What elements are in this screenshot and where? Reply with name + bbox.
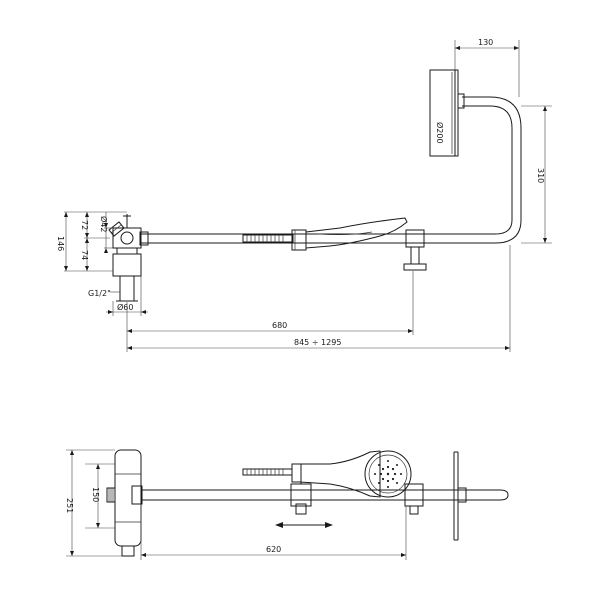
support-plan xyxy=(404,483,424,515)
shower-hose xyxy=(242,234,294,243)
dim-72-label: 72 xyxy=(80,220,89,230)
dim-d60-label: Ø60 xyxy=(117,302,133,312)
dim-845-1295: 845 ÷ 1295 xyxy=(127,245,511,352)
dim-130-label: 130 xyxy=(478,38,493,47)
mixer-body xyxy=(108,214,142,302)
dim-620: 620 xyxy=(140,504,407,560)
hand-shower-side xyxy=(305,217,408,249)
rain-shower-head-side xyxy=(429,69,465,157)
rain-head-plan xyxy=(453,451,467,541)
dim-150: 150 xyxy=(85,463,115,529)
slider-holder xyxy=(291,229,307,251)
slider-plan xyxy=(290,464,312,515)
slide-direction-arrow xyxy=(275,522,333,528)
dim-150-label: 150 xyxy=(91,487,100,502)
dim-d200: Ø200 xyxy=(435,122,445,144)
dim-146-label: 146 xyxy=(56,236,65,251)
thread-label: G1/2" xyxy=(88,289,111,298)
plan-view: 150 251 620 xyxy=(65,449,509,560)
nozzle-pattern xyxy=(374,460,402,488)
front-elevation: 130 Ø200 310 146 xyxy=(56,38,552,352)
mixer-plan xyxy=(106,449,142,557)
dim-310: 310 xyxy=(521,105,552,244)
dim-845-1295-label: 845 ÷ 1295 xyxy=(294,338,341,347)
dim-310-label: 310 xyxy=(536,168,545,183)
dim-thread: G1/2" xyxy=(88,289,120,298)
hose-plan xyxy=(242,468,293,476)
dim-d60: Ø60 xyxy=(106,276,148,316)
dim-251-label: 251 xyxy=(65,498,74,513)
dim-680: 680 xyxy=(126,271,414,352)
dim-130: 130 xyxy=(454,38,520,97)
slide-rail xyxy=(139,231,495,246)
rail-plan xyxy=(131,485,509,505)
dim-left-stack: 146 72 74 Ø42 xyxy=(56,211,127,272)
dim-620-label: 620 xyxy=(266,545,281,554)
dim-680-label: 680 xyxy=(272,321,287,330)
overhead-arm xyxy=(462,96,522,244)
dim-d200-label: Ø200 xyxy=(435,122,445,144)
dim-74-label: 74 xyxy=(80,250,89,260)
wall-support xyxy=(403,229,427,271)
hand-shower-plan xyxy=(291,450,412,498)
dim-d42-label: Ø42 xyxy=(99,216,109,232)
dim-251: 251 xyxy=(65,449,122,557)
